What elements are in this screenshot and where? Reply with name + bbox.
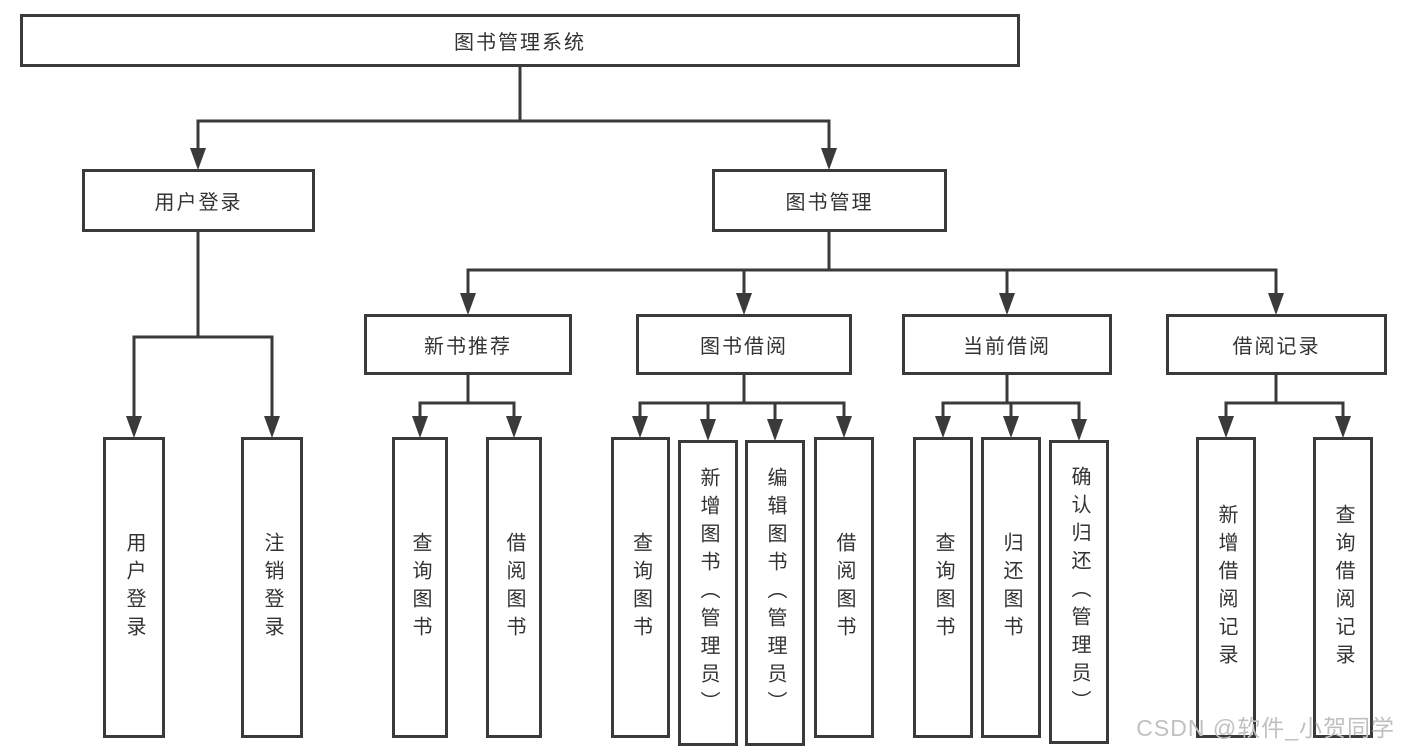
node-new-book-recommend: 新书推荐 (364, 314, 572, 375)
node-user-login: 用户登录 (82, 169, 315, 232)
node-borrow-records: 借阅记录 (1166, 314, 1387, 375)
leaf-borrow-edit-books-admin: 编辑图书（管理员） (745, 440, 805, 746)
leaf-records-query-record: 查询借阅记录 (1313, 437, 1373, 738)
node-label: 图书管理 (785, 192, 874, 214)
node-label: 借阅图书 (833, 531, 855, 644)
node-label: 借阅记录 (1232, 336, 1321, 358)
leaf-user-login: 用户登录 (103, 437, 165, 738)
node-book-management: 图书管理 (712, 169, 947, 232)
node-label: 查询图书 (409, 531, 431, 644)
node-label: 注销登录 (261, 531, 283, 644)
node-label: 编辑图书（管理员） (764, 467, 786, 719)
leaf-newrec-query-books: 查询图书 (392, 437, 448, 738)
node-book-borrow: 图书借阅 (636, 314, 852, 375)
leaf-current-query-books: 查询图书 (913, 437, 973, 738)
node-label: 归还图书 (1000, 531, 1022, 644)
node-label: 新增借阅记录 (1215, 503, 1237, 672)
node-label: 图书管理系统 (454, 32, 586, 54)
leaf-borrow-query-books: 查询图书 (611, 437, 670, 738)
leaf-newrec-borrow-books: 借阅图书 (486, 437, 542, 738)
node-label: 新书推荐 (424, 336, 512, 358)
node-label: 新增图书（管理员） (697, 467, 719, 719)
leaf-borrow-borrow-books: 借阅图书 (814, 437, 874, 738)
node-root-system: 图书管理系统 (20, 14, 1020, 67)
leaf-current-confirm-return-admin: 确认归还（管理员） (1049, 440, 1109, 744)
leaf-logout: 注销登录 (241, 437, 303, 738)
node-label: 借阅图书 (503, 531, 525, 644)
node-label: 查询借阅记录 (1332, 503, 1354, 672)
node-current-borrow: 当前借阅 (902, 314, 1112, 375)
node-label: 确认归还（管理员） (1068, 466, 1090, 718)
node-label: 用户登录 (123, 531, 145, 644)
csdn-watermark: CSDN @软件_小贺同学 (1136, 715, 1395, 741)
node-label: 查询图书 (932, 531, 954, 644)
leaf-borrow-add-books-admin: 新增图书（管理员） (678, 440, 738, 746)
node-label: 当前借阅 (963, 336, 1051, 358)
leaf-records-add-record: 新增借阅记录 (1196, 437, 1256, 738)
node-label: 用户登录 (154, 192, 243, 214)
node-label: 查询图书 (629, 531, 652, 644)
leaf-current-return-books: 归还图书 (981, 437, 1041, 738)
node-label: 图书借阅 (700, 336, 788, 358)
